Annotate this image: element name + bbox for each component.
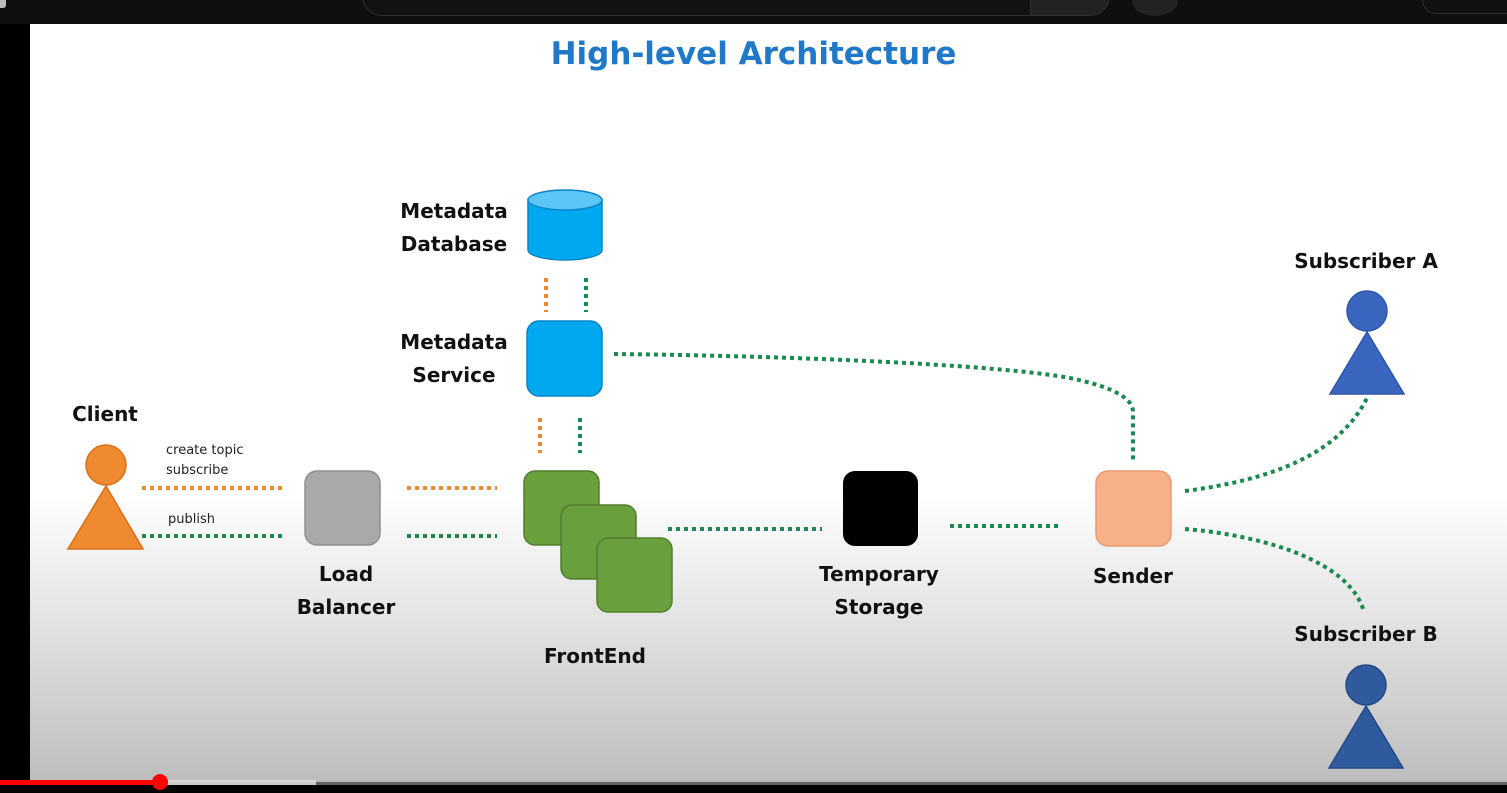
video-progress-track[interactable] [0, 780, 1507, 785]
connector-sender-subscriber-a [1184, 395, 1370, 493]
connector-service-sender [613, 352, 1135, 460]
metadata-service-node [526, 320, 603, 397]
label-frontend: FrontEnd [543, 644, 646, 668]
slide-canvas [30, 24, 1507, 782]
subscriber-a-actor-icon [1328, 290, 1406, 395]
subscriber-b-actor-icon [1327, 664, 1405, 769]
video-progress-played [0, 780, 160, 785]
edge-label-subscribe: subscribe [166, 463, 229, 478]
metadata-database-icon [527, 189, 603, 261]
label-temporary-storage: Temporary Storage [819, 562, 939, 619]
label-subscriber-a: Subscriber A [1294, 249, 1438, 273]
label-subscriber-b: Subscriber B [1294, 622, 1438, 646]
frontend-node-stack [523, 470, 673, 613]
diagram-title: High-level Architecture [550, 36, 957, 72]
label-load-balancer: Load Balancer [296, 562, 396, 619]
menu-icon[interactable] [0, 0, 6, 8]
label-metadata-database: Metadata Database [400, 199, 508, 256]
video-scrubber-handle[interactable] [151, 774, 168, 790]
sender-node [1095, 470, 1172, 547]
browser-top-bar [0, 0, 1507, 24]
microphone-icon[interactable] [1132, 0, 1178, 16]
load-balancer-node [304, 470, 381, 546]
label-client: Client [72, 402, 138, 426]
label-metadata-service: Metadata Service [400, 330, 508, 387]
client-actor-icon [66, 444, 145, 550]
temporary-storage-node [843, 471, 918, 546]
connector-sender-subscriber-b [1184, 527, 1366, 613]
label-sender: Sender [1093, 564, 1173, 588]
edge-label-publish: publish [168, 512, 215, 527]
edge-label-create-topic: create topic [166, 443, 244, 458]
